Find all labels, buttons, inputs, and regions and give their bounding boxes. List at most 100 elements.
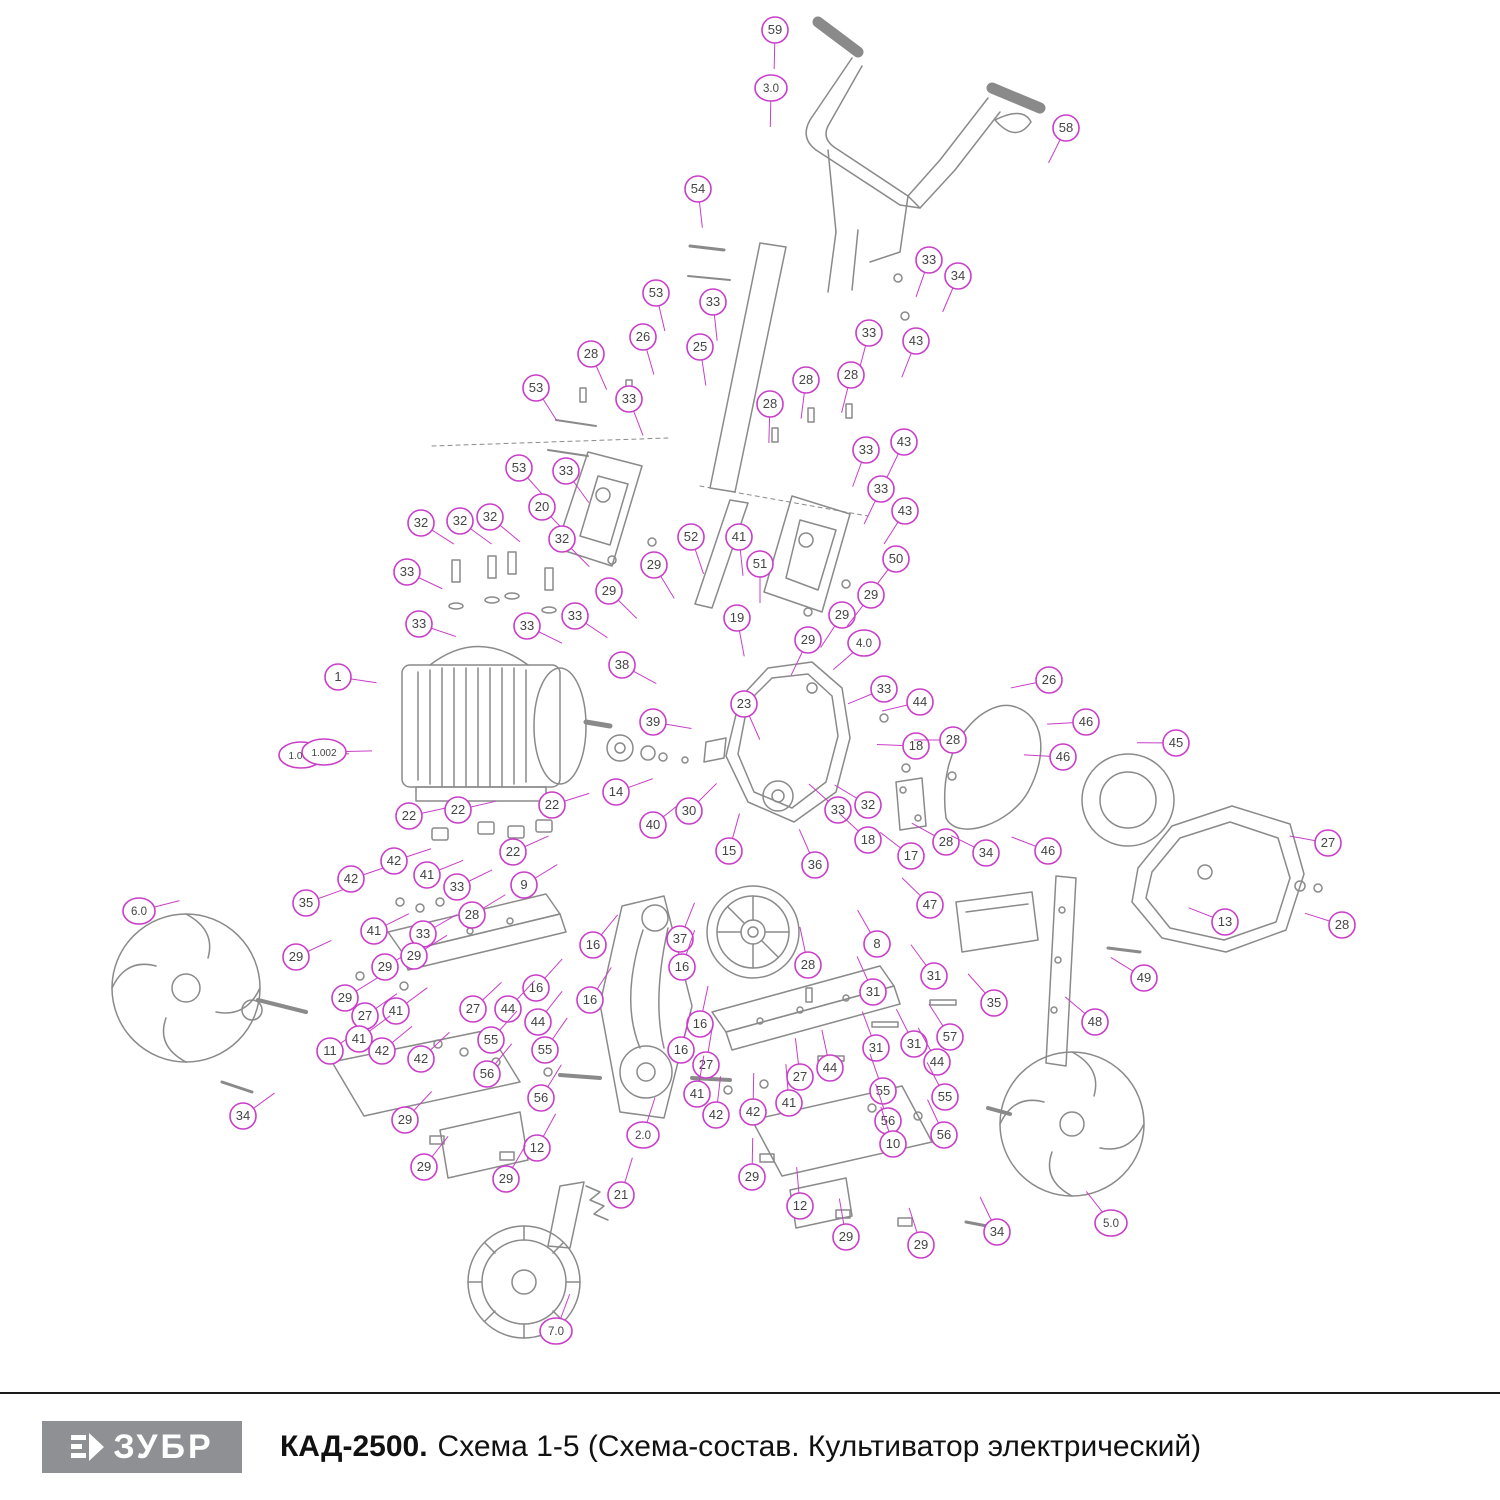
svg-text:29: 29 <box>914 1237 928 1252</box>
svg-text:33: 33 <box>622 391 636 406</box>
svg-text:56: 56 <box>937 1127 951 1142</box>
callout-27: 27 <box>1289 829 1342 857</box>
svg-text:33: 33 <box>416 926 430 941</box>
svg-text:31: 31 <box>866 984 880 999</box>
svg-text:27: 27 <box>699 1057 713 1072</box>
driven-pulley <box>706 885 800 979</box>
callout-49: 49 <box>1110 957 1158 992</box>
callout-54: 54 <box>684 175 712 228</box>
svg-text:39: 39 <box>646 714 660 729</box>
svg-text:16: 16 <box>674 1042 688 1057</box>
svg-text:1.001: 1.001 <box>288 751 313 762</box>
callout-33: 33 <box>863 475 895 525</box>
left-tine-assembly <box>111 913 308 1094</box>
svg-text:28: 28 <box>939 834 953 849</box>
svg-text:27: 27 <box>793 1069 807 1084</box>
svg-text:42: 42 <box>387 853 401 868</box>
title-block: ЗУБР КАД-2500.Схема 1-5 (Схема-состав. К… <box>0 1392 1500 1500</box>
callout-33: 33 <box>915 246 943 297</box>
callout-29: 29 <box>907 1207 935 1259</box>
svg-text:35: 35 <box>987 995 1001 1010</box>
svg-text:28: 28 <box>801 957 815 972</box>
callout-32: 32 <box>548 525 590 568</box>
callout-42: 42 <box>337 865 389 893</box>
callout-23: 23 <box>730 690 761 740</box>
callout-29: 29 <box>832 1198 860 1251</box>
callout-26: 26 <box>629 323 657 375</box>
svg-text:36: 36 <box>808 857 822 872</box>
svg-text:29: 29 <box>378 959 392 974</box>
callout-16: 16 <box>668 929 696 981</box>
handlebar-assembly <box>805 16 1046 293</box>
callout-46: 46 <box>1024 743 1077 771</box>
callout-53: 53 <box>642 279 670 332</box>
support-bracket <box>955 891 1039 953</box>
svg-text:14: 14 <box>609 784 623 799</box>
callout-1: 1 <box>324 663 377 691</box>
svg-text:15: 15 <box>722 843 736 858</box>
callout-41: 41 <box>725 523 753 576</box>
schema-name: Схема 1-5 (Схема-состав. Культиватор эле… <box>437 1430 1202 1463</box>
svg-text:46: 46 <box>1056 749 1070 764</box>
callout-31: 31 <box>861 1011 890 1062</box>
document-title: КАД-2500. Схема 1-5 (Схема-состав. Культи… <box>280 1430 1201 1464</box>
callout-29: 29 <box>391 1091 432 1134</box>
svg-text:59: 59 <box>768 22 782 37</box>
svg-text:29: 29 <box>602 583 616 598</box>
callout-51: 51 <box>746 550 774 603</box>
callout-53: 53 <box>505 454 546 498</box>
callout-22: 22 <box>538 791 590 819</box>
svg-text:42: 42 <box>344 871 358 886</box>
svg-text:28: 28 <box>1335 917 1349 932</box>
svg-text:8: 8 <box>873 936 880 951</box>
callout-41: 41 <box>683 1055 711 1108</box>
svg-text:53: 53 <box>512 460 526 475</box>
svg-text:7.0: 7.0 <box>548 1326 564 1338</box>
svg-text:10: 10 <box>886 1136 900 1151</box>
callout-33: 33 <box>443 869 493 901</box>
svg-text:29: 29 <box>745 1169 759 1184</box>
callout-33: 33 <box>699 288 727 341</box>
bolt-hardware <box>448 551 557 614</box>
callout-55: 55 <box>477 1010 518 1054</box>
svg-text:44: 44 <box>913 694 927 709</box>
svg-text:44: 44 <box>930 1054 944 1069</box>
svg-text:3.0: 3.0 <box>763 83 779 95</box>
callout-53: 53 <box>522 374 558 422</box>
svg-text:29: 29 <box>338 990 352 1005</box>
svg-text:30: 30 <box>682 803 696 818</box>
callout-27: 27 <box>459 981 502 1023</box>
svg-text:41: 41 <box>389 1003 403 1018</box>
model-name: КАД-2500. <box>280 1430 428 1463</box>
svg-text:33: 33 <box>922 252 936 267</box>
svg-text:13: 13 <box>1218 914 1232 929</box>
callout-56: 56 <box>927 1099 958 1149</box>
svg-text:28: 28 <box>465 907 479 922</box>
svg-text:34: 34 <box>951 268 965 283</box>
svg-text:29: 29 <box>417 1159 431 1174</box>
svg-text:26: 26 <box>636 329 650 344</box>
svg-text:1: 1 <box>334 669 341 684</box>
svg-text:45: 45 <box>1169 735 1183 750</box>
svg-text:29: 29 <box>801 632 815 647</box>
depth-bar <box>1045 875 1142 1067</box>
callout-8: 8 <box>857 909 891 958</box>
callout-22: 22 <box>395 802 448 830</box>
svg-text:22: 22 <box>451 802 465 817</box>
callout-33: 33 <box>808 783 852 824</box>
svg-text:26: 26 <box>1042 672 1056 687</box>
svg-text:27: 27 <box>358 1008 372 1023</box>
svg-text:46: 46 <box>1079 714 1093 729</box>
callout-16: 16 <box>579 914 619 959</box>
callout-37: 37 <box>666 902 696 953</box>
svg-text:31: 31 <box>927 968 941 983</box>
callout-43: 43 <box>883 497 919 545</box>
callout-28: 28 <box>792 366 820 419</box>
svg-text:20: 20 <box>535 499 549 514</box>
callout-41: 41 <box>413 859 464 889</box>
svg-text:55: 55 <box>538 1042 552 1057</box>
callout-41: 41 <box>382 987 428 1025</box>
callout-25: 25 <box>686 333 714 386</box>
callout-42: 42 <box>702 1076 730 1129</box>
callout-29: 29 <box>282 940 332 971</box>
